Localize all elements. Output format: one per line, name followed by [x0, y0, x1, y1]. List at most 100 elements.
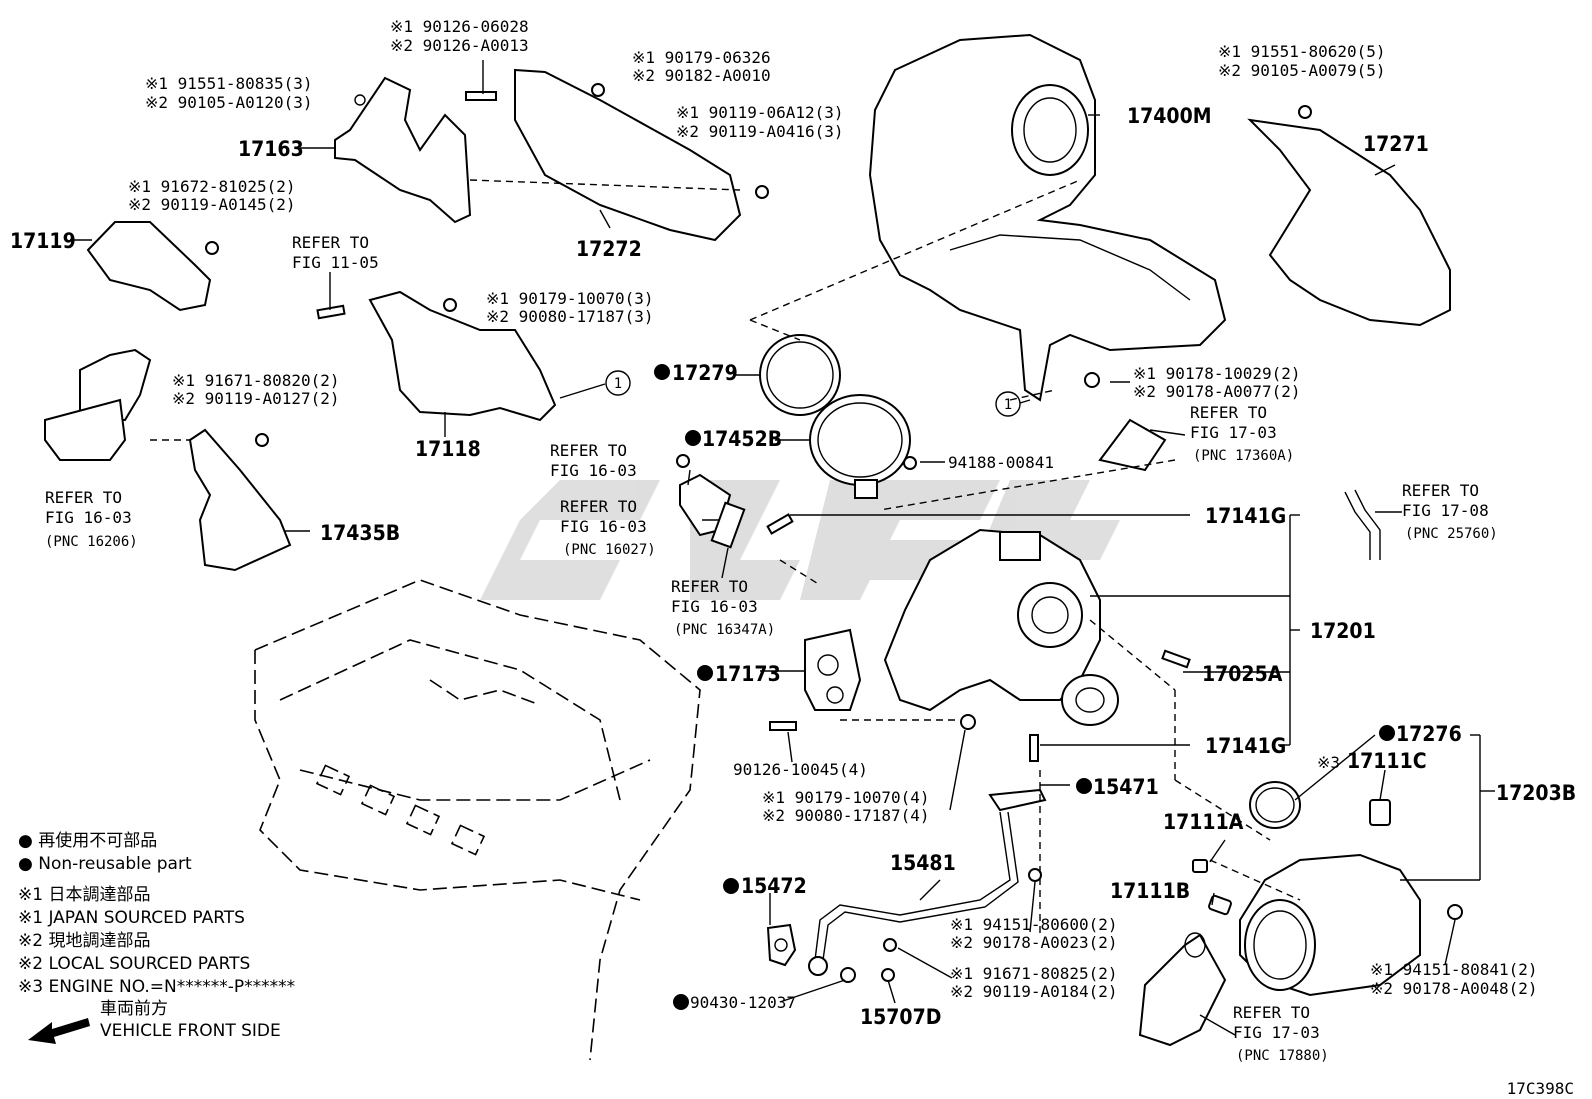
ref-16206-pnc: (PNC 16206) — [45, 534, 138, 550]
oil-filter-17360a — [1098, 418, 1167, 472]
part-17400m: 17400M — [1127, 104, 1212, 128]
bracket-17119 — [86, 221, 219, 312]
gasket-17279 — [759, 334, 841, 416]
legend-note1-jp: ※1 日本調達部品 — [18, 885, 150, 905]
legend-note1-en: ※1 JAPAN SOURCED PARTS — [18, 908, 245, 928]
fastener-90126-a0013: ※2 90126-A0013 — [390, 36, 529, 55]
fastener-91671-80820: ※1 91671-80820(2) — [172, 371, 340, 390]
part-15707d: 15707D — [860, 1005, 941, 1029]
callout-marker-right: 1 — [995, 391, 1021, 417]
gasket-15472 — [766, 923, 797, 967]
fastener-94151-80841: ※1 94151-80841(2) — [1370, 960, 1538, 979]
part-17271: 17271 — [1363, 132, 1429, 156]
ref-16347a-refer: REFER TO — [671, 577, 748, 596]
legend-nonreusable-jp: ● 再使用不可部品 — [18, 830, 157, 851]
ref-25760-refer: REFER TO — [1402, 481, 1479, 500]
ref-17880-pnc: (PNC 17880) — [1236, 1048, 1329, 1064]
ref-17880-fig: FIG 17-03 — [1233, 1023, 1320, 1042]
fastener-94151-80600: ※1 94151-80600(2) — [950, 915, 1118, 934]
ref-fig-11-05: FIG 11-05 — [292, 253, 379, 272]
part-94188-00841: 94188-00841 — [948, 453, 1054, 472]
part-17118: 17118 — [415, 437, 481, 461]
legend: ● 再使用不可部品 ● Non-reusable part ※1 日本調達部品 … — [18, 830, 295, 1044]
part-90126-10045: 90126-10045(4) — [733, 760, 868, 779]
nonreusable-markers — [654, 364, 1395, 1010]
clamp-17452b — [809, 394, 911, 499]
fastener-90179-10070-4: ※1 90179-10070(4) — [762, 788, 930, 807]
part-17173: 17173 — [715, 662, 781, 686]
legend-nonreusable-en: ● Non-reusable part — [18, 854, 192, 874]
fastener-90105-a0079: ※2 90105-A0079(5) — [1218, 61, 1386, 80]
diagram-code: 17C398C — [1507, 1079, 1574, 1098]
ref-17360a-refer: REFER TO — [1190, 403, 1267, 422]
fastener-90080-17187-3: ※2 90080-17187(3) — [486, 307, 654, 326]
part-17201: 17201 — [1310, 619, 1376, 643]
bracket-17435b — [44, 348, 292, 572]
leader-lines — [70, 60, 1495, 1036]
part-17111a: 17111A — [1163, 810, 1244, 834]
front-arrow-icon — [28, 1018, 90, 1044]
part-17203b: 17203B — [1496, 781, 1576, 805]
callout-marker-left-text: 1 — [614, 376, 622, 392]
fastener-91551-80620: ※1 91551-80620(5) — [1218, 42, 1386, 61]
heat-insulator-17272 — [514, 68, 769, 242]
legend-note2-jp: ※2 現地調達部品 — [18, 931, 150, 951]
part-15471: 15471 — [1093, 775, 1159, 799]
ref-17880-refer: REFER TO — [1233, 1003, 1310, 1022]
fastener-90080-17187-4: ※2 90080-17187(4) — [762, 806, 930, 825]
ref-16347a-pnc: (PNC 16347A) — [674, 622, 775, 638]
fastener-90119-06a12: ※1 90119-06A12(3) — [676, 103, 844, 122]
small-parts — [465, 91, 1463, 983]
reference-labels: REFER TO FIG 11-05 REFER TO FIG 16-03 (P… — [45, 233, 1498, 1064]
legend-front-jp: 車両前方 — [100, 999, 168, 1019]
exhaust-manifold-17400m — [868, 33, 1227, 402]
ref-17360a-pnc: (PNC 17360A) — [1193, 448, 1294, 464]
legend-front-en: VEHICLE FRONT SIDE — [100, 1021, 281, 1041]
ref-25760-fig: FIG 17-08 — [1402, 501, 1489, 520]
ref-16-03-a-refer: REFER TO — [550, 441, 627, 460]
fastener-91671-80825: ※1 91671-80825(2) — [950, 964, 1118, 983]
fastener-90119-a0416: ※2 90119-A0416(3) — [676, 122, 844, 141]
part-17111b: 17111B — [1110, 879, 1190, 903]
fastener-90178-10029: ※1 90178-10029(2) — [1133, 364, 1301, 383]
ref-17360a-fig: FIG 17-03 — [1190, 423, 1277, 442]
legend-note3: ※3 ENGINE NO.=N******-P****** — [18, 977, 295, 997]
fastener-90178-a0023: ※2 90178-A0023(2) — [950, 933, 1118, 952]
ref-fig-11-05-refer: REFER TO — [292, 233, 369, 252]
ref-16027-refer: REFER TO — [560, 497, 637, 516]
part-17279: 17279 — [672, 361, 738, 385]
part-17111c: 17111C — [1347, 749, 1427, 773]
callout-marker-left: 1 — [605, 370, 631, 396]
ref-16-03-a-fig: FIG 16-03 — [550, 461, 637, 480]
fastener-90119-a0127: ※2 90119-A0127(2) — [172, 389, 340, 408]
actuator-17203b — [1192, 781, 1421, 997]
part-17119: 17119 — [10, 229, 76, 253]
callout-marker-right-text: 1 — [1004, 397, 1012, 413]
ref-16347a-fig: FIG 16-03 — [671, 597, 758, 616]
fastener-91551-80835: ※1 91551-80835(3) — [145, 74, 313, 93]
ref-16027-fig: FIG 16-03 — [560, 517, 647, 536]
fastener-90105-a0120: ※2 90105-A0120(3) — [145, 93, 313, 112]
ref-16027-pnc: (PNC 16027) — [563, 542, 656, 558]
hose-25760 — [1344, 489, 1381, 560]
ref-25760-pnc: (PNC 25760) — [1405, 526, 1498, 542]
part-15472: 15472 — [741, 874, 807, 898]
ref-16206-fig: FIG 16-03 — [45, 508, 132, 527]
fastener-90119-a0145: ※2 90119-A0145(2) — [128, 195, 296, 214]
fastener-90179-10070-3: ※1 90179-10070(3) — [486, 289, 654, 308]
fastener-90126-06028: ※1 90126-06028 — [390, 17, 529, 36]
part-labels: 17163 17119 17272 17118 17435B 17400M 17… — [10, 104, 1576, 1029]
fastener-labels: ※1 90126-06028 ※2 90126-A0013 ※1 91551-8… — [128, 17, 1538, 1001]
pipe-15481 — [808, 788, 1047, 976]
bracket-17118 — [316, 290, 557, 422]
bracket-17163 — [334, 76, 472, 224]
heat-insulator-17271 — [1247, 105, 1451, 327]
turbocharger-17201 — [883, 528, 1119, 726]
part-17163: 17163 — [238, 137, 304, 161]
air-hose-17880 — [1138, 932, 1227, 1047]
ref-16206-refer: REFER TO — [45, 488, 122, 507]
part-17435b: 17435B — [320, 521, 400, 545]
fastener-91672-81025: ※1 91672-81025(2) — [128, 177, 296, 196]
fastener-90182-a0010: ※2 90182-A0010 — [632, 66, 771, 85]
